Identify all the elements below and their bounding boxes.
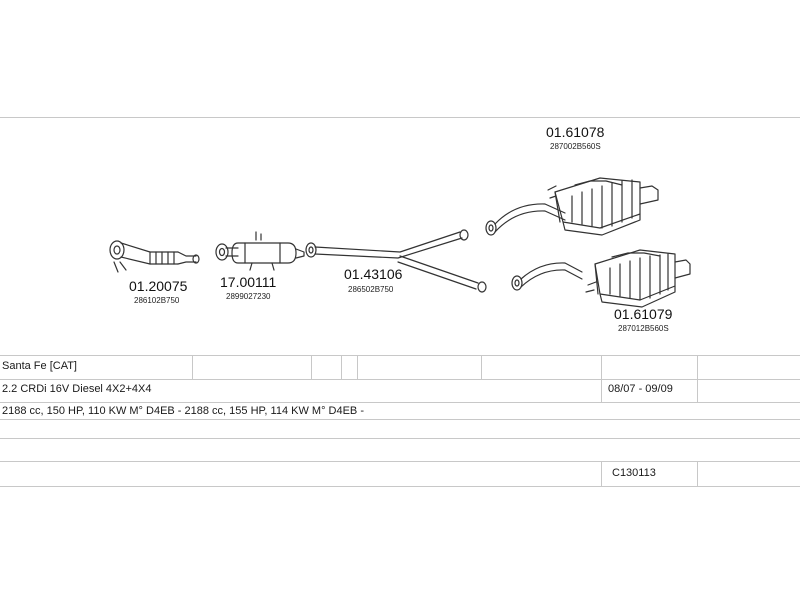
- table-column-divider: [601, 355, 602, 379]
- oem-number-rear-muffler-upper: 287002B560S: [550, 142, 601, 151]
- oem-number-catalyst: 2899027230: [226, 292, 271, 301]
- oem-number-intermediate-pipe: 286502B750: [348, 285, 394, 294]
- table-column-divider: [697, 355, 698, 379]
- catalyst-part-drawing: [215, 231, 305, 271]
- oem-number-front-pipe: 286102B750: [134, 296, 180, 305]
- production-years: 08/07 - 09/09: [608, 383, 673, 395]
- table-column-divider: [341, 355, 342, 379]
- parts-drawing: [109, 177, 691, 308]
- engine-specs: 2188 cc, 150 HP, 110 KW M° D4EB - 2188 c…: [2, 405, 364, 417]
- part-code-rear-muffler-upper: 01.61078: [546, 124, 605, 140]
- rear-muffler-upper-part-drawing: [485, 177, 659, 236]
- part-code-front-pipe: 01.20075: [129, 278, 188, 294]
- front-pipe-part-drawing: [109, 240, 200, 273]
- table-line: [0, 402, 800, 403]
- oem-number-rear-muffler-lower: 287012B560S: [618, 324, 669, 333]
- engine-description: 2.2 CRDi 16V Diesel 4X2+4X4: [2, 383, 152, 395]
- table-column-divider: [697, 461, 698, 486]
- table-column-divider: [481, 355, 482, 379]
- table-line: [0, 486, 800, 487]
- table-column-divider: [311, 355, 312, 379]
- part-code-intermediate-pipe: 01.43106: [344, 266, 403, 282]
- table-column-divider: [357, 355, 358, 379]
- table-line: [0, 419, 800, 420]
- diagram-top-border: [0, 117, 800, 118]
- system-reference-code: C130113: [612, 467, 656, 479]
- intermediate-y-pipe-part-drawing: [305, 229, 487, 293]
- table-column-divider: [192, 355, 193, 379]
- vehicle-model: Santa Fe [CAT]: [2, 360, 77, 372]
- table-line: [0, 379, 800, 380]
- part-code-catalyst: 17.00111: [220, 274, 277, 290]
- table-line: [0, 461, 800, 462]
- table-line: [0, 438, 800, 439]
- table-column-divider: [601, 379, 602, 402]
- part-code-rear-muffler-lower: 01.61079: [614, 306, 673, 322]
- table-line: [0, 355, 800, 356]
- table-column-divider: [697, 379, 698, 402]
- table-column-divider: [601, 461, 602, 486]
- rear-muffler-lower-part-drawing: [511, 249, 691, 308]
